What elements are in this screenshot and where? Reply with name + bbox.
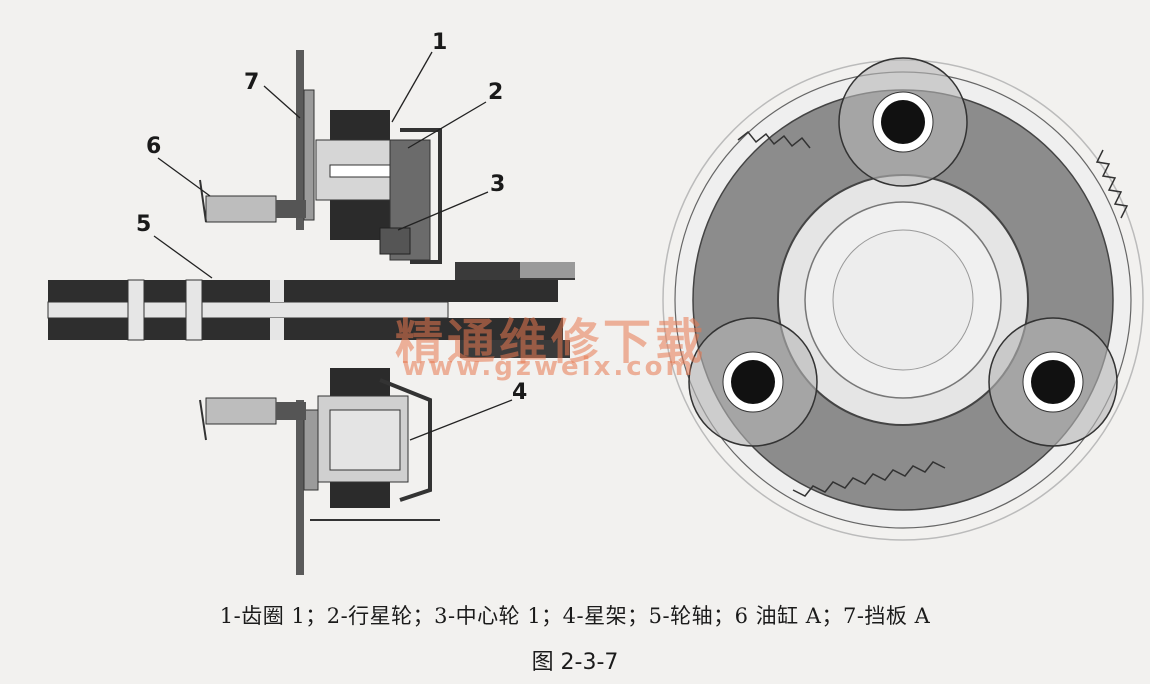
watermark-text: 精通维修下载 — [395, 314, 708, 370]
callout-3: 3 — [490, 172, 506, 197]
callout-1: 1 — [432, 30, 448, 55]
ring-gear-teeth-bottom — [792, 461, 946, 497]
planet-gear-top — [838, 57, 968, 187]
cross-section-view — [47, 50, 575, 575]
planet-gear-left — [688, 317, 818, 447]
callout-5: 5 — [136, 212, 152, 237]
leader-lines — [153, 51, 513, 441]
lower-planetary-assembly — [199, 368, 440, 575]
shaft — [47, 262, 575, 358]
planet-gear-right — [988, 317, 1118, 447]
transmission-diagram — [47, 50, 1144, 575]
callout-7: 7 — [244, 70, 260, 95]
callout-2: 2 — [488, 80, 504, 105]
figure-caption: 1-齿圈 1；2-行星轮；3-中心轮 1；4-星架；5-轮轴；6 油缸 A；7-… — [219, 604, 931, 628]
upper-planetary-assembly — [199, 50, 442, 264]
watermark-url: www.gzweix.com — [402, 352, 696, 382]
callout-6: 6 — [146, 134, 162, 159]
ring-gear-teeth-right — [1095, 149, 1129, 219]
end-view — [662, 57, 1144, 541]
ring-gear-teeth-top — [737, 130, 811, 149]
callout-4: 4 — [512, 380, 528, 405]
figure-number: 图 2-3-7 — [531, 650, 619, 675]
